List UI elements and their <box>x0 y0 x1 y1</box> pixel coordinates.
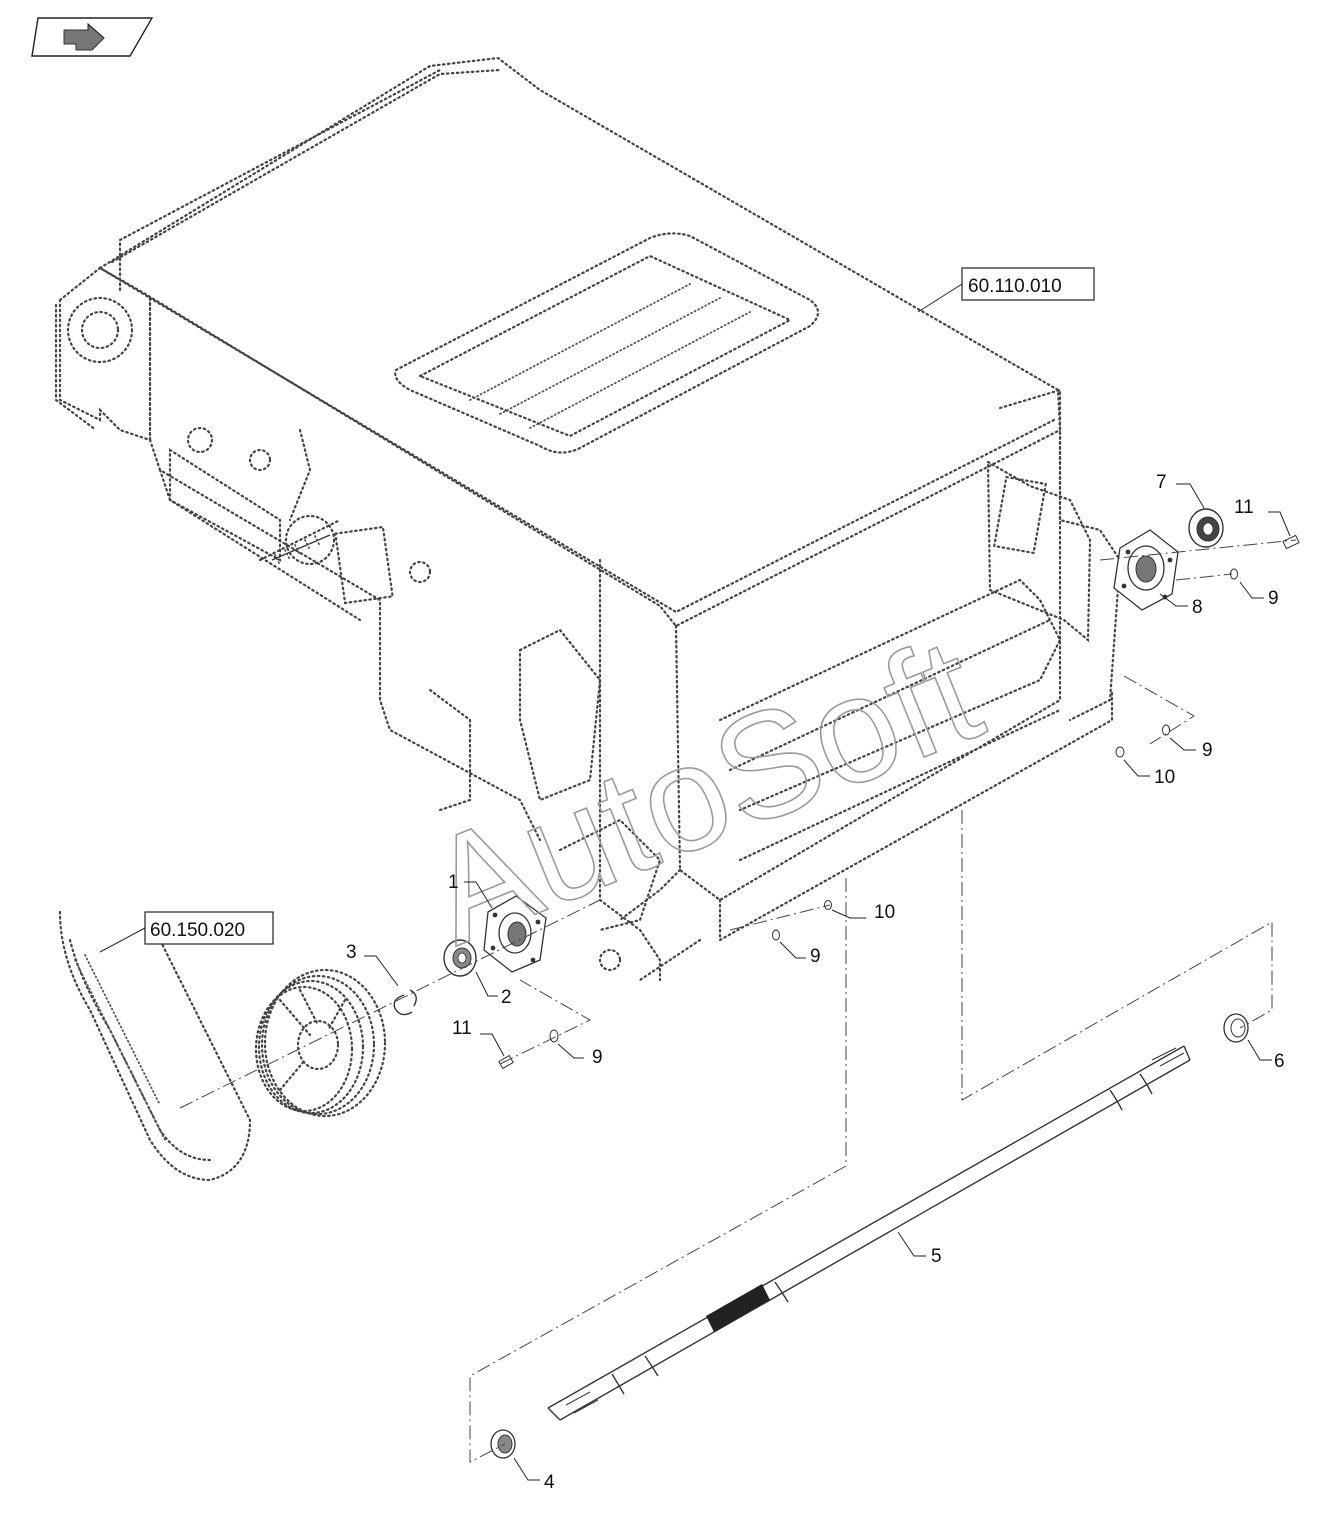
svg-text:10: 10 <box>874 902 895 923</box>
callout-4: 4 <box>513 1457 555 1493</box>
callout-9b: 9 <box>1169 737 1213 761</box>
callout-9d: 9 <box>557 1043 603 1068</box>
callout-1: 1 <box>448 872 493 909</box>
bearing-left <box>443 939 477 977</box>
frame-reference[interactable]: 60.110.010 <box>917 267 1095 313</box>
svg-text:1: 1 <box>448 872 459 893</box>
svg-text:9: 9 <box>810 946 821 967</box>
watermark-text: AutoSoft <box>405 605 1001 976</box>
svg-text:3: 3 <box>346 942 357 963</box>
svg-text:4: 4 <box>544 1472 555 1493</box>
svg-text:2: 2 <box>501 987 512 1008</box>
callout-9c: 9 <box>779 941 821 967</box>
svg-text:7: 7 <box>1156 472 1167 493</box>
flange-housing-right <box>1113 529 1179 611</box>
frame-assembly <box>54 56 1122 982</box>
callout-2: 2 <box>475 971 512 1008</box>
flange-housing-left <box>483 895 547 973</box>
drive-shaft <box>547 1045 1191 1421</box>
snap-ring <box>393 989 417 1016</box>
callout-10b: 10 <box>831 902 895 923</box>
belt-assembly <box>58 910 252 1182</box>
washers-right <box>772 568 1238 941</box>
svg-text:9: 9 <box>592 1047 603 1068</box>
callout-9a: 9 <box>1239 581 1279 609</box>
callout-6: 6 <box>1247 1039 1285 1072</box>
svg-text:6: 6 <box>1274 1051 1285 1072</box>
svg-text:9: 9 <box>1268 588 1279 609</box>
svg-text:11: 11 <box>452 1018 472 1039</box>
bolt-right <box>1282 534 1300 550</box>
ring-right <box>1223 1013 1249 1043</box>
svg-text:9: 9 <box>1202 740 1213 761</box>
ring-bottom <box>490 1429 516 1459</box>
bolt-left <box>498 1054 514 1070</box>
svg-text:11: 11 <box>1234 497 1254 518</box>
callout-5: 5 <box>897 1231 942 1267</box>
washer-left <box>549 1029 559 1043</box>
callout-8: 8 <box>1159 593 1203 618</box>
svg-text:10: 10 <box>1154 767 1175 788</box>
belt-reference[interactable]: 60.150.020 <box>99 911 274 953</box>
callout-11b: 11 <box>452 1018 505 1057</box>
nav-button[interactable] <box>31 17 154 57</box>
center-lines <box>179 539 1297 1463</box>
callout-7: 7 <box>1156 472 1205 509</box>
svg-text:8: 8 <box>1192 597 1203 618</box>
frame-reference-label: 60.110.010 <box>968 276 1062 297</box>
callout-3: 3 <box>346 942 399 987</box>
bearing-right <box>1188 508 1224 548</box>
arrow-icon <box>63 22 105 51</box>
svg-text:5: 5 <box>931 1246 942 1267</box>
callout-11a: 11 <box>1234 497 1291 537</box>
belt-reference-label: 60.150.020 <box>150 920 245 941</box>
callout-10a: 10 <box>1123 759 1175 788</box>
pulley <box>254 968 387 1118</box>
